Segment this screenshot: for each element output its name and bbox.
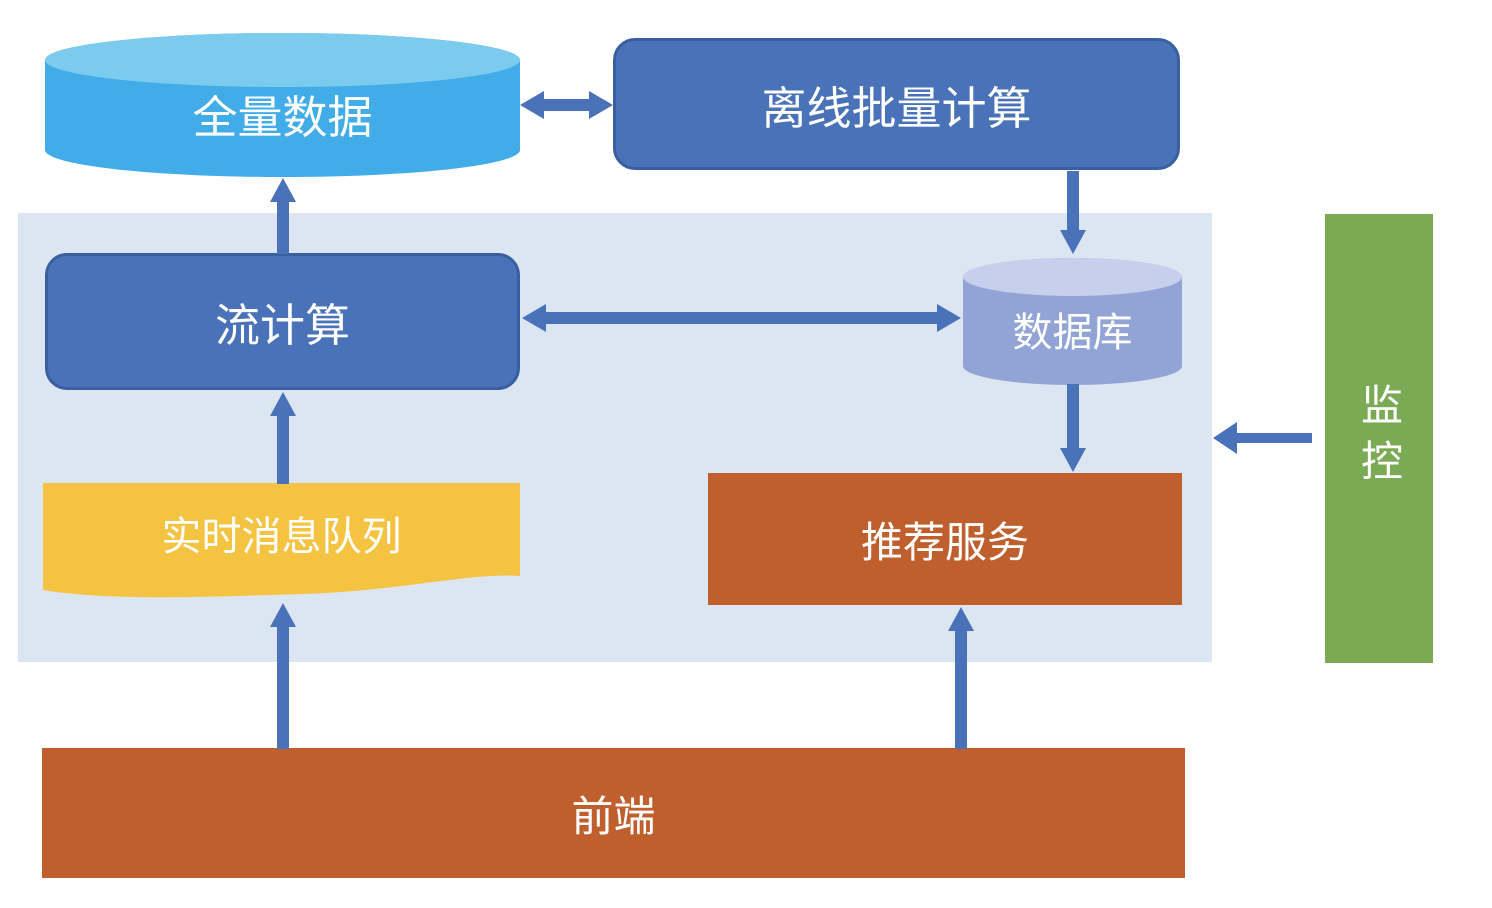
node-monitor: [1325, 214, 1433, 663]
arrow-fulldata-offlinebatch: [520, 91, 613, 119]
arrow-stream-database: [522, 304, 961, 332]
arrow-frontend-recommend: [948, 607, 974, 749]
arrow-offlinebatch-database: [1060, 171, 1086, 254]
arrow-queue-stream: [270, 392, 296, 484]
arrow-database-recommend: [1060, 384, 1086, 472]
arrow-stream-fulldata: [270, 178, 296, 254]
node-frontend: [42, 748, 1185, 878]
node-stream-compute: [45, 253, 520, 390]
arrow-monitor-panel: [1213, 422, 1312, 454]
realtime-queue-shape: [43, 483, 520, 598]
full-data-cylinder: [45, 33, 520, 178]
node-offline-batch: [613, 38, 1180, 170]
arrow-frontend-queue: [270, 603, 296, 749]
node-recommend-service: [708, 473, 1182, 605]
database-cylinder: [963, 258, 1182, 386]
